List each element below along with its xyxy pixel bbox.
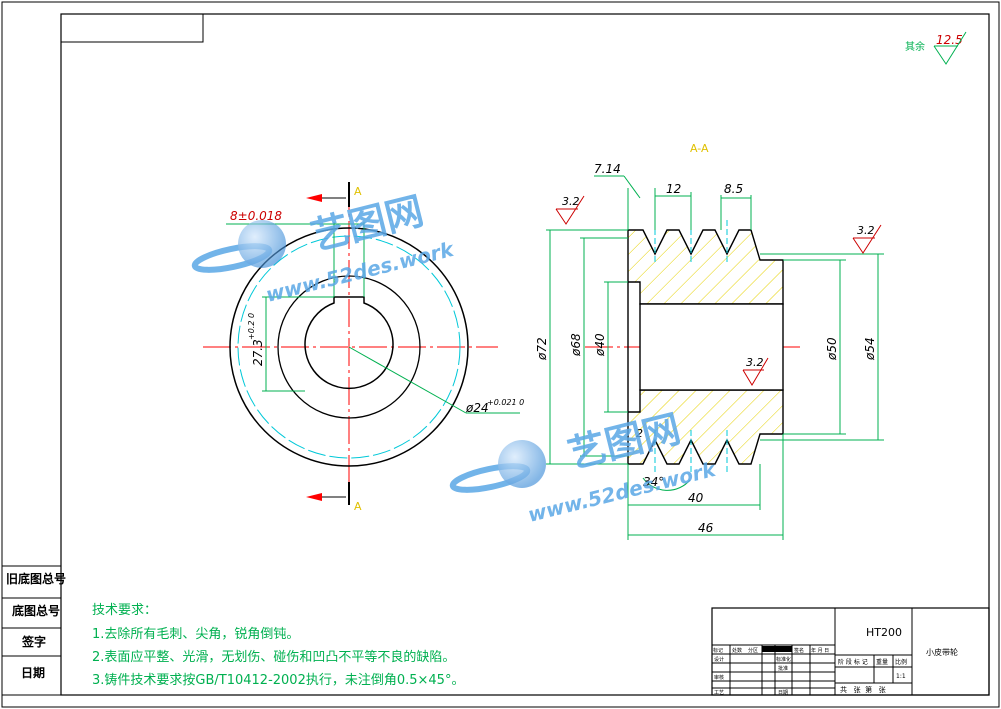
tb-scale-value: 1:1 (896, 673, 906, 680)
side-label-old-number: 旧底图总号 (6, 571, 66, 586)
dim-width-40: 40 (688, 491, 704, 505)
front-view: A A 8±0.018 27.3 +0.2 0 ø24 +0.021 0 (203, 182, 524, 513)
dim-width-46: 46 (698, 521, 714, 535)
dim-keyway-width: 8±0.018 (230, 209, 282, 223)
general-roughness-note: 其余 12.5 (905, 31, 967, 65)
side-label-date: 日期 (21, 665, 45, 680)
tb-sheet-info: 共 张 第 张 (840, 685, 886, 694)
tech-req-item-2: 2.表面应平整、光滑，无划伤、碰伤和凹凸不平等不良的缺陷。 (92, 649, 455, 665)
tb-row-review: 审核 (714, 674, 724, 681)
tb-mid-standard: 标准化 (776, 656, 791, 663)
tb-row-process: 工艺 (714, 690, 724, 696)
dim-chamfer: 2 (636, 427, 643, 440)
bore-keyway-outline (304, 296, 394, 390)
section-view: A-A 7.14 12 8.5 ø72 (535, 142, 884, 540)
tb-mid-date: 日期 (778, 690, 788, 696)
tb-weight-header: 重量 (876, 658, 888, 666)
tech-req-item-1: 1.去除所有毛刺、尖角，锐角倒钝。 (92, 627, 299, 642)
dim-bore-tol: +0.021 0 (487, 398, 524, 407)
roughness-bore-value: 3.2 (746, 356, 764, 369)
section-hatch-upper (627, 229, 784, 305)
tb-mid-approve: 批准 (778, 665, 788, 672)
dim-hub-diameter-54: ø54 (863, 337, 877, 361)
tb-col-zone: 分区 (748, 647, 758, 654)
tb-col-count: 处数 (732, 647, 742, 654)
dim-outer-diameter: ø72 (535, 337, 549, 361)
dim-keyway-depth-tol: +0.2 0 (247, 313, 256, 340)
tb-col-sign: 签名 (794, 647, 804, 654)
tb-row-design: 设计 (714, 656, 724, 663)
dim-groove-offset: 7.14 (594, 162, 621, 176)
side-label-number: 底图总号 (12, 603, 60, 618)
roughness-other-label: 其余 (905, 40, 925, 53)
roughness-left: 3.2 (555, 195, 585, 225)
tb-material: HT200 (866, 626, 902, 639)
section-marker-top: A (354, 185, 362, 198)
side-label-strip: 旧底图总号 底图总号 签字 日期 (1, 565, 66, 696)
dim-keyway-depth: 27.3 (251, 339, 265, 366)
section-view-label: A-A (690, 142, 709, 155)
tb-stage-header: 阶 段 标 记 (838, 658, 868, 666)
section-marker-bottom: A (354, 500, 362, 513)
roughness-left-value: 3.2 (562, 195, 580, 208)
roughness-other-value: 12.5 (936, 33, 963, 47)
dim-groove-width: 8.5 (724, 182, 743, 196)
dim-hub-inner-diameter: ø40 (593, 333, 607, 357)
side-label-signature: 签字 (21, 634, 46, 649)
tb-scale-header: 比例 (895, 658, 907, 666)
tech-req-item-3: 3.铸件技术要求按GB/T10412-2002执行，未注倒角0.5×45°。 (92, 672, 464, 688)
tb-col-date: 年 月 日 (811, 647, 829, 654)
roughness-right-value: 3.2 (857, 224, 875, 237)
tb-part-name: 小皮带轮 (926, 647, 958, 657)
watermark-upper: 艺图网 www.52des.work (191, 188, 457, 307)
watermark-brand-lower: 艺图网 (564, 406, 685, 476)
tech-req-title: 技术要求： (92, 603, 157, 618)
roughness-bore: 3.2 (742, 356, 769, 386)
dim-groove-angle: 34° (643, 475, 664, 489)
technical-requirements: 技术要求： 1.去除所有毛刺、尖角，锐角倒钝。 2.表面应平整、光滑，无划伤、碰… (92, 603, 464, 688)
roughness-right: 3.2 (852, 224, 882, 254)
tb-col-mark: 标记 (713, 647, 723, 654)
dim-bore-diameter: ø24 (465, 401, 489, 415)
dim-pitch-diameter: ø68 (569, 333, 583, 357)
title-block: 标记 处数 分区 签名 年 月 日 设计 审核 工艺 标准化 批准 日期 HT2… (711, 607, 990, 696)
section-hatch-lower (627, 389, 784, 465)
dim-groove-pitch: 12 (666, 182, 681, 196)
roughness-symbol (933, 31, 967, 65)
dim-hub-diameter-50: ø50 (825, 337, 839, 361)
